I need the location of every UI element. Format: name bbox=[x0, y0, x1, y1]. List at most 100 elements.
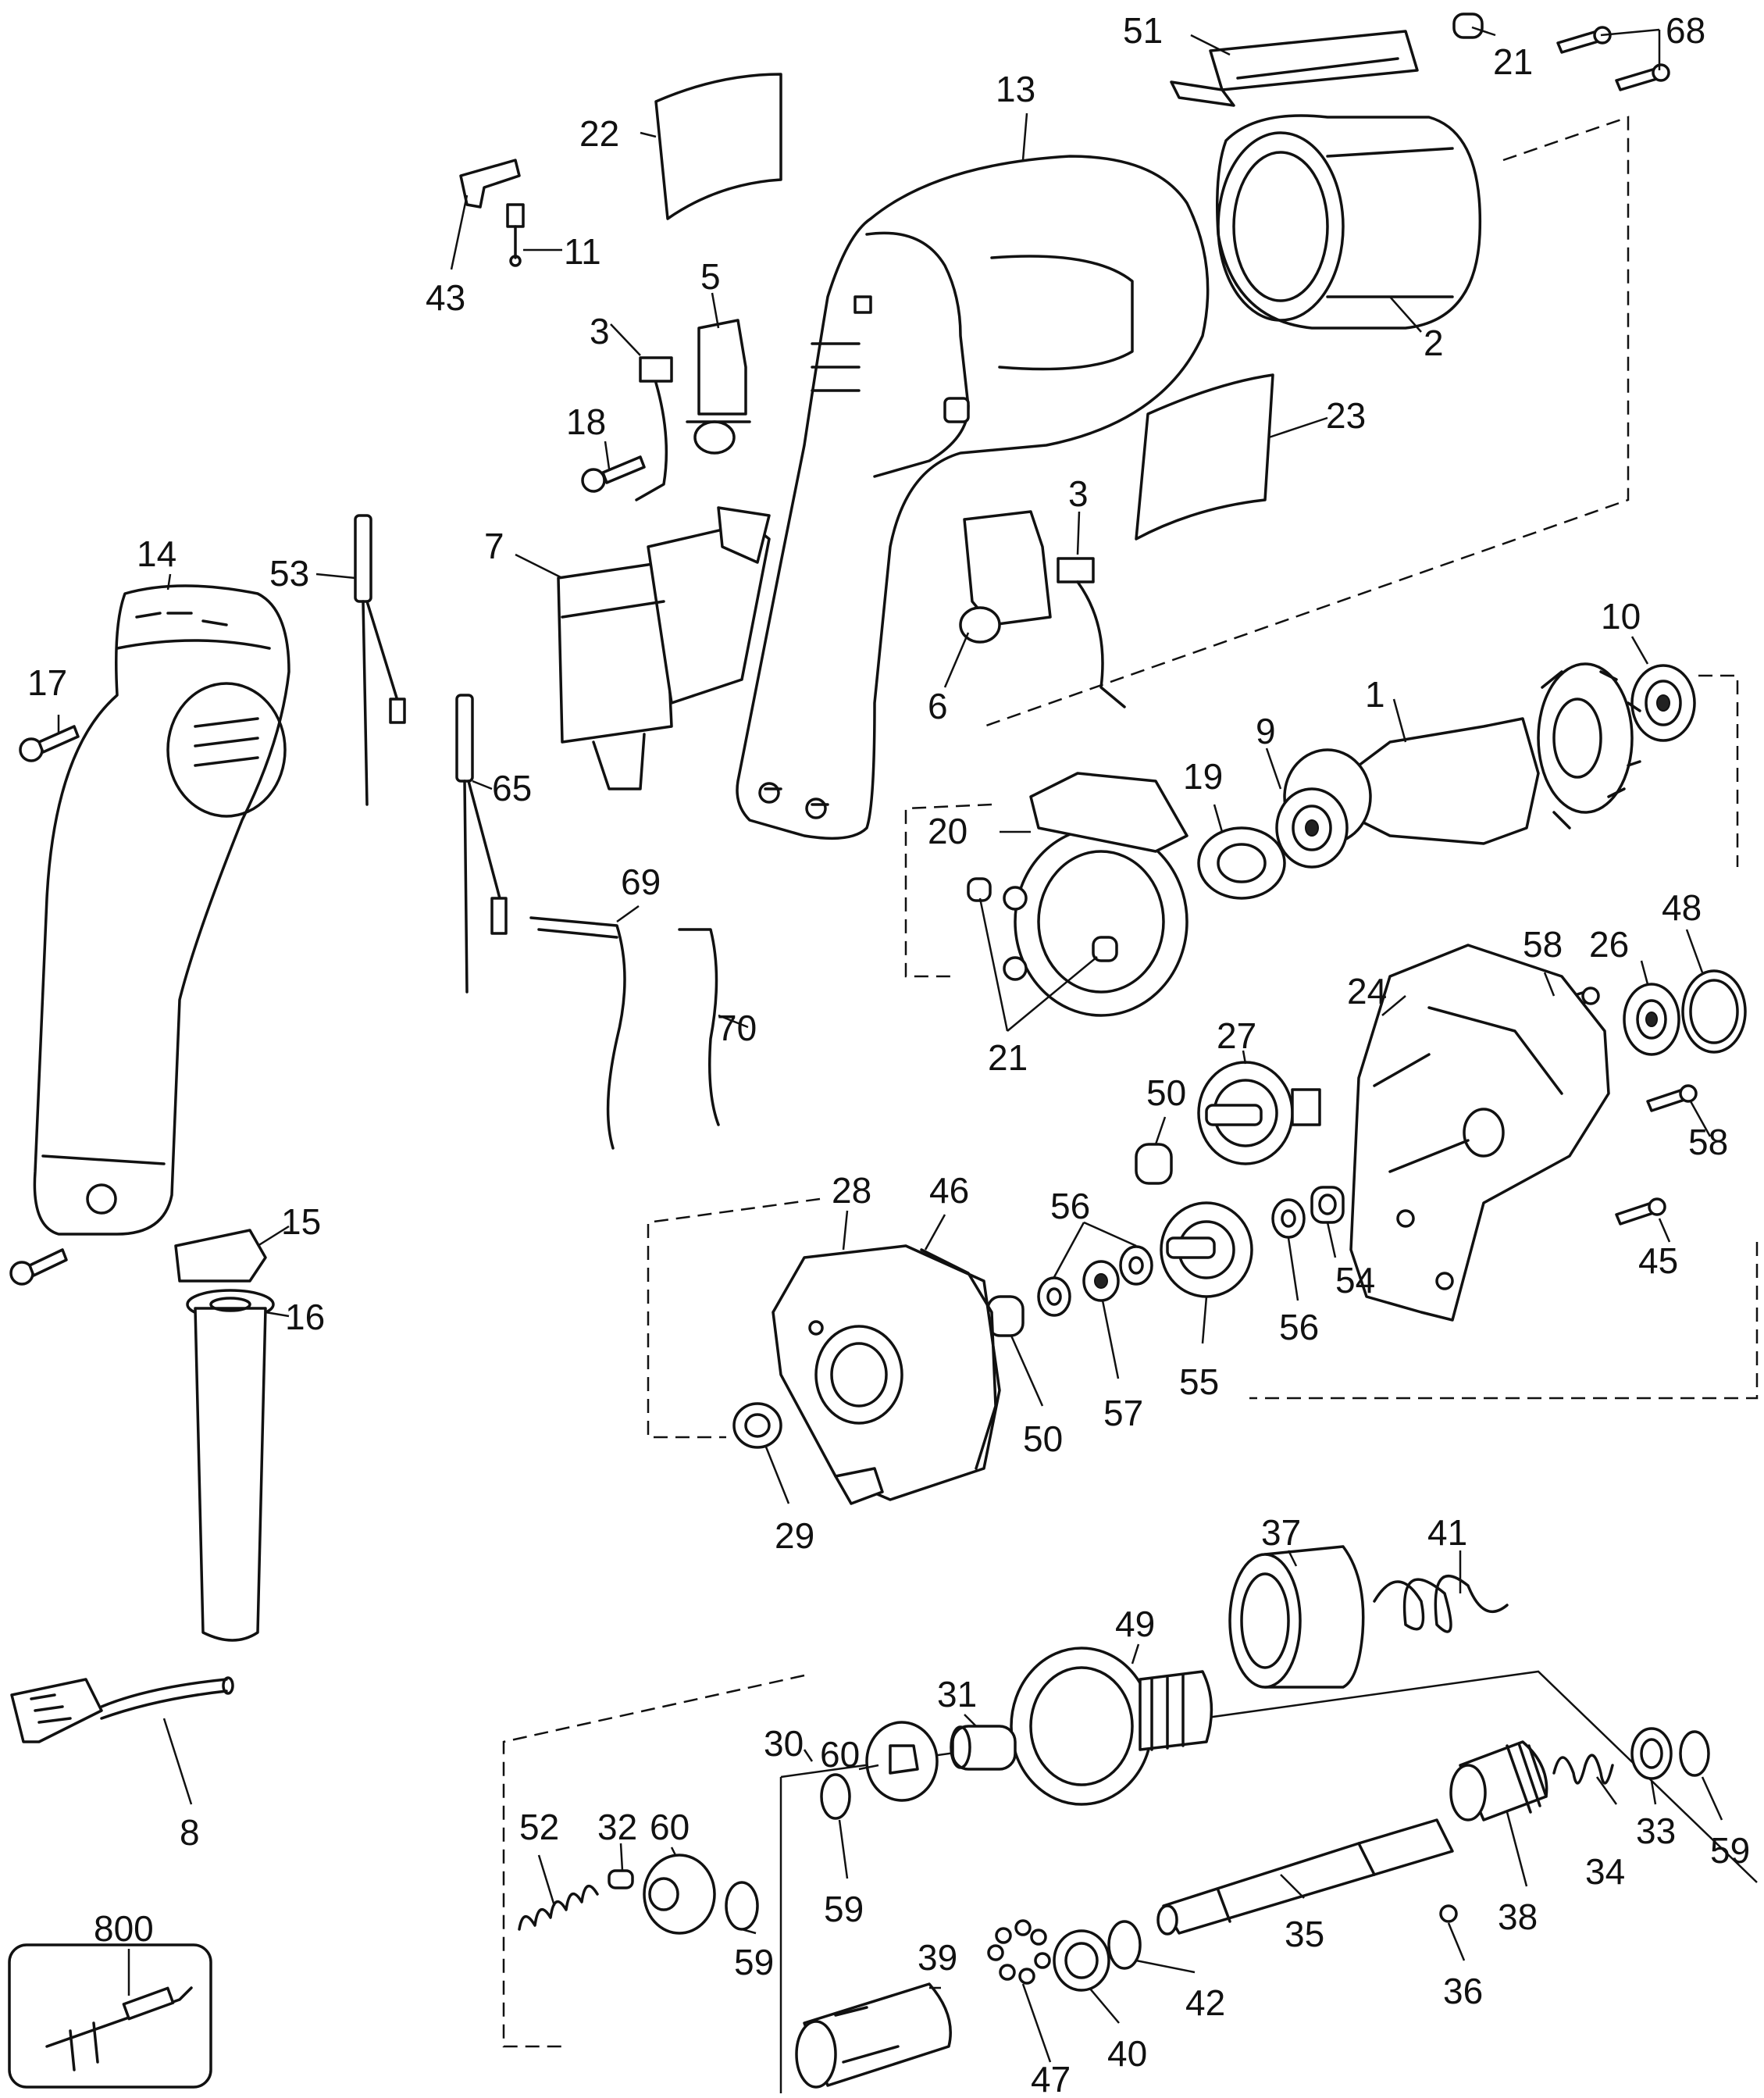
part-3-brush-bottom bbox=[1057, 557, 1095, 583]
callout-15: 15 bbox=[281, 1201, 321, 1242]
callout-39: 39 bbox=[918, 1937, 957, 1978]
part-3-brush-top bbox=[639, 356, 673, 383]
part-69-wire bbox=[529, 916, 626, 1150]
callout-56: 56 bbox=[1279, 1307, 1319, 1347]
part-38-spindle-sleeve bbox=[1449, 1740, 1548, 1821]
callout-37: 37 bbox=[1261, 1512, 1301, 1553]
part-9-commutator bbox=[1275, 787, 1349, 869]
part-16-cord-protector bbox=[186, 1289, 275, 1642]
callout-3: 3 bbox=[590, 311, 610, 351]
part-21-pin bbox=[967, 877, 992, 902]
callout-1: 1 bbox=[1365, 674, 1385, 715]
callout-14: 14 bbox=[137, 533, 176, 574]
part-6-brush-holder bbox=[959, 510, 1052, 644]
part-39-nose-cone bbox=[795, 1982, 952, 2089]
callout-33: 33 bbox=[1636, 1811, 1676, 1851]
callout-20: 20 bbox=[928, 811, 968, 851]
callout-46: 46 bbox=[929, 1170, 969, 1211]
callout-56: 56 bbox=[1050, 1186, 1090, 1226]
callout-45: 45 bbox=[1638, 1240, 1678, 1281]
callout-31: 31 bbox=[937, 1674, 977, 1714]
armature-group-boundary-right bbox=[1698, 674, 1739, 867]
part-60-locator-top bbox=[865, 1721, 939, 1802]
part-26-bearing bbox=[1623, 983, 1680, 1056]
callout-42: 42 bbox=[1185, 1982, 1225, 2023]
callout-57: 57 bbox=[1103, 1393, 1143, 1433]
part-10-bearing bbox=[1630, 664, 1696, 742]
callout-52: 52 bbox=[519, 1807, 559, 1847]
part-55-gear bbox=[1160, 1201, 1253, 1298]
part-48-ring bbox=[1681, 969, 1747, 1054]
part-53-lead bbox=[354, 514, 406, 806]
part-1-armature bbox=[1283, 662, 1641, 845]
part-15-clamp bbox=[174, 1229, 267, 1283]
part-3-brush-top-lead bbox=[635, 381, 668, 501]
callout-68: 68 bbox=[1666, 10, 1705, 51]
callout-70: 70 bbox=[717, 1008, 757, 1048]
callout-22: 22 bbox=[579, 113, 619, 154]
part-58-screw-right bbox=[1646, 1084, 1698, 1112]
callout-36: 36 bbox=[1443, 1971, 1483, 2011]
callout-21: 21 bbox=[1493, 41, 1533, 82]
callout-24: 24 bbox=[1347, 971, 1387, 1012]
part-11-terminal bbox=[506, 203, 525, 267]
callout-65: 65 bbox=[492, 768, 532, 808]
callout-2: 2 bbox=[1424, 323, 1444, 363]
part-17-screw bbox=[19, 725, 80, 762]
part-59-ring-top bbox=[820, 1773, 851, 1820]
part-18-screw bbox=[581, 455, 646, 493]
callout-43: 43 bbox=[426, 277, 465, 318]
part-46-gasket bbox=[920, 1248, 997, 1470]
part-32-pin bbox=[608, 1869, 634, 1889]
part-52-spring bbox=[518, 1884, 599, 1931]
part-36-ball bbox=[1439, 1904, 1458, 1923]
part-800-kit bbox=[8, 1943, 212, 2089]
callout-49: 49 bbox=[1115, 1604, 1155, 1644]
part-41-spring bbox=[1373, 1575, 1509, 1633]
gear-case-boundary bbox=[647, 1197, 1759, 1439]
part-69-wire-2 bbox=[537, 928, 618, 939]
callout-59: 59 bbox=[1710, 1830, 1750, 1871]
callout-41: 41 bbox=[1427, 1512, 1467, 1553]
part-5-brush-holder bbox=[686, 319, 751, 455]
part-2-stator bbox=[1216, 114, 1482, 330]
part-7-switch bbox=[557, 506, 771, 790]
part-22-magnet bbox=[654, 73, 782, 220]
callout-10: 10 bbox=[1601, 596, 1641, 637]
part-14-handle bbox=[33, 584, 290, 1236]
callout-60: 60 bbox=[820, 1734, 860, 1775]
callout-9: 9 bbox=[1256, 711, 1276, 751]
motor-housing-boundary bbox=[983, 116, 1630, 728]
callout-23: 23 bbox=[1326, 395, 1366, 436]
callout-69: 69 bbox=[621, 862, 661, 902]
callout-50: 50 bbox=[1023, 1418, 1063, 1459]
part-43-clip bbox=[459, 159, 521, 209]
callout-16: 16 bbox=[285, 1297, 325, 1337]
callout-59: 59 bbox=[824, 1889, 864, 1929]
callout-58: 58 bbox=[1688, 1122, 1728, 1162]
callout-58: 58 bbox=[1523, 924, 1563, 965]
callouts: 51 21 68 13 22 11 43 5 3 2 18 23 3 14 53… bbox=[27, 10, 1750, 2098]
callout-38: 38 bbox=[1498, 1896, 1538, 1937]
callout-28: 28 bbox=[832, 1170, 871, 1211]
callout-55: 55 bbox=[1179, 1361, 1219, 1402]
callout-800: 800 bbox=[94, 1908, 154, 1949]
callout-27: 27 bbox=[1217, 1015, 1256, 1056]
callout-60: 60 bbox=[650, 1807, 690, 1847]
callout-54: 54 bbox=[1335, 1260, 1375, 1301]
callout-26: 26 bbox=[1589, 924, 1629, 965]
leader-lines bbox=[57, 26, 1723, 2063]
callout-3: 3 bbox=[1068, 473, 1089, 514]
part-lower-screw bbox=[9, 1248, 68, 1286]
part-51-plate bbox=[1170, 30, 1419, 107]
part-60-locator-bottom bbox=[643, 1854, 716, 1935]
part-29-washer bbox=[732, 1402, 782, 1449]
part-47-balls bbox=[987, 1919, 1051, 1985]
part-56-washers bbox=[1037, 1198, 1306, 1317]
part-31-sleeve bbox=[950, 1725, 1017, 1771]
part-40-washer bbox=[1053, 1929, 1110, 1992]
part-59-ring-bottom bbox=[725, 1881, 759, 1931]
part-35-spindle bbox=[1156, 1818, 1454, 1936]
callout-32: 32 bbox=[597, 1807, 637, 1847]
